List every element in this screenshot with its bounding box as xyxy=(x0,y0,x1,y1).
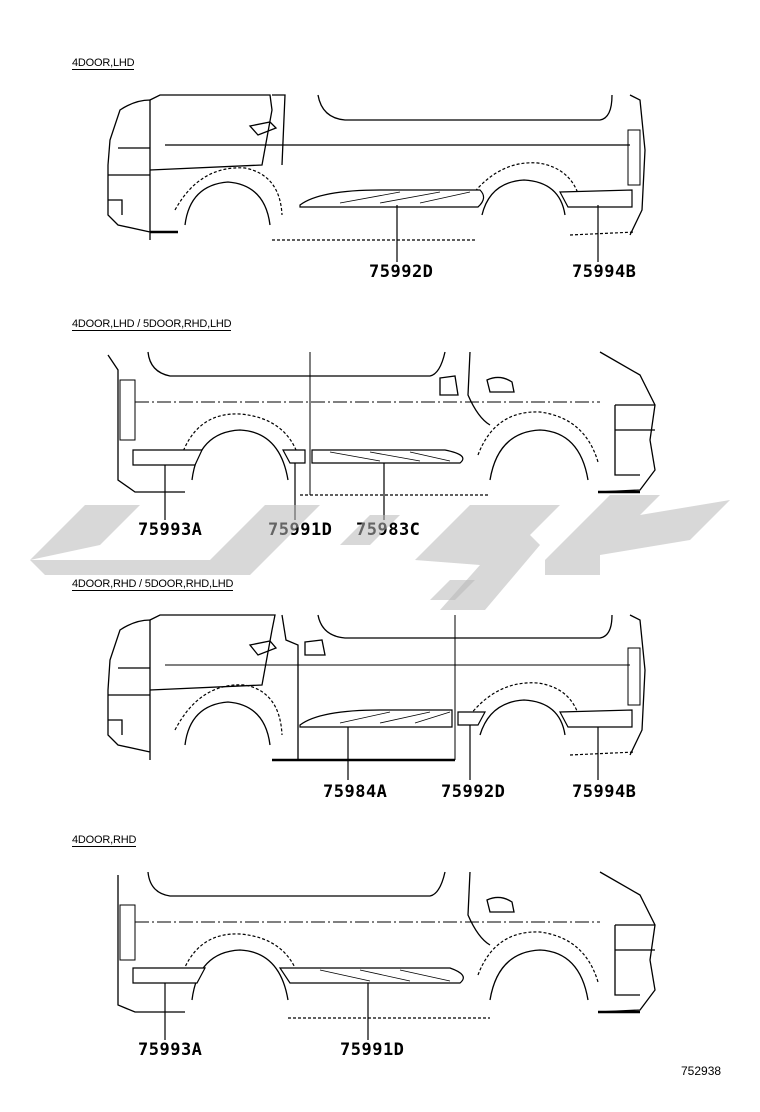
part-number-75994B: 75994B xyxy=(572,262,637,282)
part-number-75994B: 75994B xyxy=(572,782,637,802)
section-1-label: 4DOOR,LHD xyxy=(72,57,135,70)
section-2-label: 4DOOR,LHD / 5DOOR,RHD,LHD xyxy=(72,318,232,331)
section-4-label: 4DOOR,RHD xyxy=(72,834,137,847)
figure-id: 752938 xyxy=(681,1064,722,1078)
part-number-75991D: 75991D xyxy=(340,1040,405,1060)
part-number-75992D: 75992D xyxy=(441,782,506,802)
section-3-label: 4DOOR,RHD / 5DOOR,RHD,LHD xyxy=(72,578,234,591)
part-number-75993A: 75993A xyxy=(138,520,203,540)
part-number-75984A: 75984A xyxy=(323,782,388,802)
part-number-75992D: 75992D xyxy=(369,262,434,282)
part-number-75993A: 75993A xyxy=(138,1040,203,1060)
